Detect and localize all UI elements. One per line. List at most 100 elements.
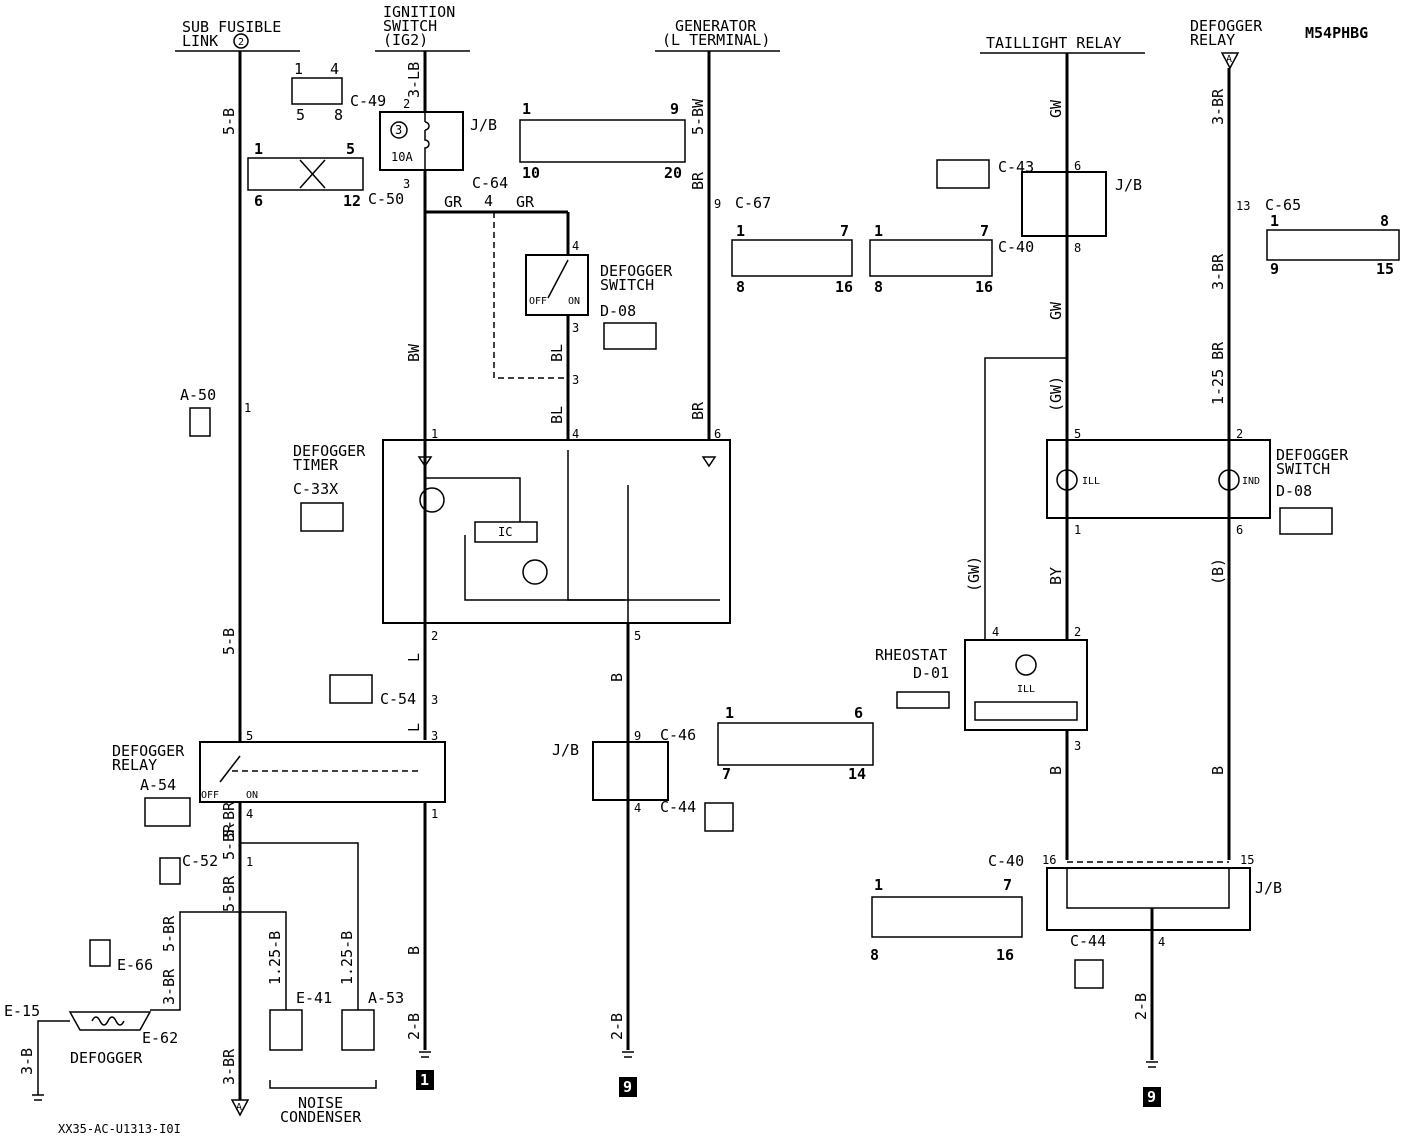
- ground-badge-1: [416, 1070, 434, 1090]
- jb-fuse-box: [379, 111, 464, 171]
- wire-label-5br: 5-BR: [220, 801, 238, 838]
- timer-pin-5: 5: [634, 629, 641, 643]
- relay-pin-5: 5: [246, 729, 253, 743]
- ill-lamp: [1056, 469, 1078, 491]
- connector-c50: C-50: [368, 190, 404, 208]
- generator-label-2: (L TERMINAL): [662, 31, 770, 49]
- ground-badge-2: [619, 1077, 637, 1097]
- connector-c49-icon: [291, 77, 343, 105]
- ground-symbol-mid: [419, 1051, 431, 1058]
- c52-pin-1: 1: [246, 855, 253, 869]
- jb-c40-trace: [1066, 868, 1230, 909]
- wire-label-3br-r: 3-BR: [1209, 88, 1227, 125]
- wire-label-3br-bottom: 3-BR: [220, 1048, 238, 1085]
- rheostat-label: RHEOSTAT: [875, 646, 947, 664]
- taillight-relay-label: TAILLIGHT RELAY: [986, 34, 1121, 52]
- ground-1: 1: [420, 1071, 429, 1089]
- off-page-connector-a-bottom: [230, 1099, 250, 1117]
- defogger-element: [68, 1011, 152, 1031]
- connector-c40-c-icon: [871, 896, 1023, 938]
- c65-pin-15: 15: [1376, 260, 1394, 278]
- defogger-relay-top-label-2: RELAY: [1190, 31, 1235, 49]
- connector-a50: A-50: [180, 386, 216, 404]
- c40-pin-7: 7: [980, 222, 989, 240]
- relay-pin-1: 1: [431, 807, 438, 821]
- c49-pin-4: 4: [330, 60, 339, 78]
- timer-pin-4: 4: [572, 427, 579, 441]
- wire-label-2b-3: 2-B: [1132, 993, 1150, 1020]
- sw-right-pin-1: 1: [1074, 523, 1081, 537]
- sw-right-pin-2: 2: [1236, 427, 1243, 441]
- pin-3b: 3: [572, 373, 579, 387]
- defogger-coil: [91, 1016, 125, 1026]
- jb-label-3: J/B: [1115, 176, 1142, 194]
- c40-pin-15b: 15: [1240, 853, 1254, 867]
- connector-c33x-icon: [300, 502, 344, 532]
- connector-c65: C-65: [1265, 196, 1301, 214]
- timer-diode-2: [701, 456, 717, 468]
- connector-c43-icon: [936, 159, 990, 189]
- jb-c46-box: [592, 741, 669, 801]
- wire-label-5b: 5-B: [220, 108, 238, 135]
- connector-c64: C-64: [472, 174, 508, 192]
- defogger-relay-label-2: RELAY: [112, 756, 157, 774]
- c67b-pin-7: 7: [840, 222, 849, 240]
- timer-pin-6: 6: [714, 427, 721, 441]
- ground-badge-3: [1143, 1087, 1161, 1107]
- wire-label-gr: GR: [444, 193, 463, 211]
- defogger-switch-right-label-2: SWITCH: [1276, 460, 1330, 478]
- c49-pin-8: 8: [334, 106, 343, 124]
- ground-symbol-c44: [622, 1051, 634, 1058]
- connector-c65-icon: [1266, 229, 1400, 261]
- defogger-timer-label-2: TIMER: [293, 456, 339, 474]
- c65-pin-13: 13: [1236, 199, 1250, 213]
- wire-label-b-rheo: B: [1047, 766, 1065, 775]
- sub-fusible-link-label-2: LINK: [182, 32, 218, 50]
- timer-trace-4: [464, 535, 625, 601]
- sw-right-pin-5: 5: [1074, 427, 1081, 441]
- ground-symbol-right: [1146, 1061, 1158, 1068]
- c64-pin-4: 4: [484, 192, 493, 210]
- c40c-pin-1: 1: [874, 876, 883, 894]
- wire-label-5bw: 5-BW: [689, 98, 707, 135]
- connector-c54-icon: [329, 674, 373, 704]
- ignition-switch-label: IGNITION: [383, 3, 455, 21]
- connector-d01-icon: [896, 691, 950, 709]
- connector-a50-icon: [189, 407, 211, 437]
- connector-c52: C-52: [182, 852, 218, 870]
- wire-label-3b: 3-B: [18, 1048, 36, 1075]
- generator-label: GENERATOR: [675, 17, 757, 35]
- sw-pin-3: 3: [572, 321, 579, 335]
- fuse-number: 3: [395, 123, 402, 137]
- fuse-rating: 10A: [391, 150, 413, 164]
- ind-label: IND: [1242, 476, 1260, 487]
- connector-d08: D-08: [600, 302, 636, 320]
- rheo-pin-3: 3: [1074, 739, 1081, 753]
- c46-pin-7: 7: [722, 765, 731, 783]
- wire-5br-branch: [240, 842, 359, 1010]
- jb-label-2: J/B: [552, 741, 579, 759]
- wire-125b-e41: [240, 911, 287, 1010]
- off-page-a-top: A: [1226, 54, 1232, 65]
- connector-c40-b: C-40: [988, 852, 1024, 870]
- connector-a54: A-54: [140, 776, 176, 794]
- switch-off: OFF: [529, 296, 547, 307]
- c65-pin-1: 1: [1270, 212, 1279, 230]
- connector-c44-a: C-44: [660, 798, 696, 816]
- switch-contact: [547, 259, 569, 299]
- rheo-pin-4: 4: [992, 625, 999, 639]
- timer-transistor-2: [522, 559, 548, 585]
- c65-pin-9: 9: [1270, 260, 1279, 278]
- relay-pin-4: 4: [246, 807, 253, 821]
- jb-c43-box: [1021, 171, 1107, 237]
- wire-3b: [37, 1020, 70, 1095]
- connector-c67-icon: [519, 119, 686, 163]
- c50-pin-1: 1: [254, 140, 263, 158]
- c40c-pin-8: 8: [870, 946, 879, 964]
- gen-pin-9: 9: [714, 197, 721, 211]
- wire-label-3br-2: 3-BR: [160, 968, 178, 1005]
- c67-pin-10: 10: [522, 164, 540, 182]
- c67-pin-20: 20: [664, 164, 682, 182]
- c44-pin-4b: 4: [1158, 935, 1165, 949]
